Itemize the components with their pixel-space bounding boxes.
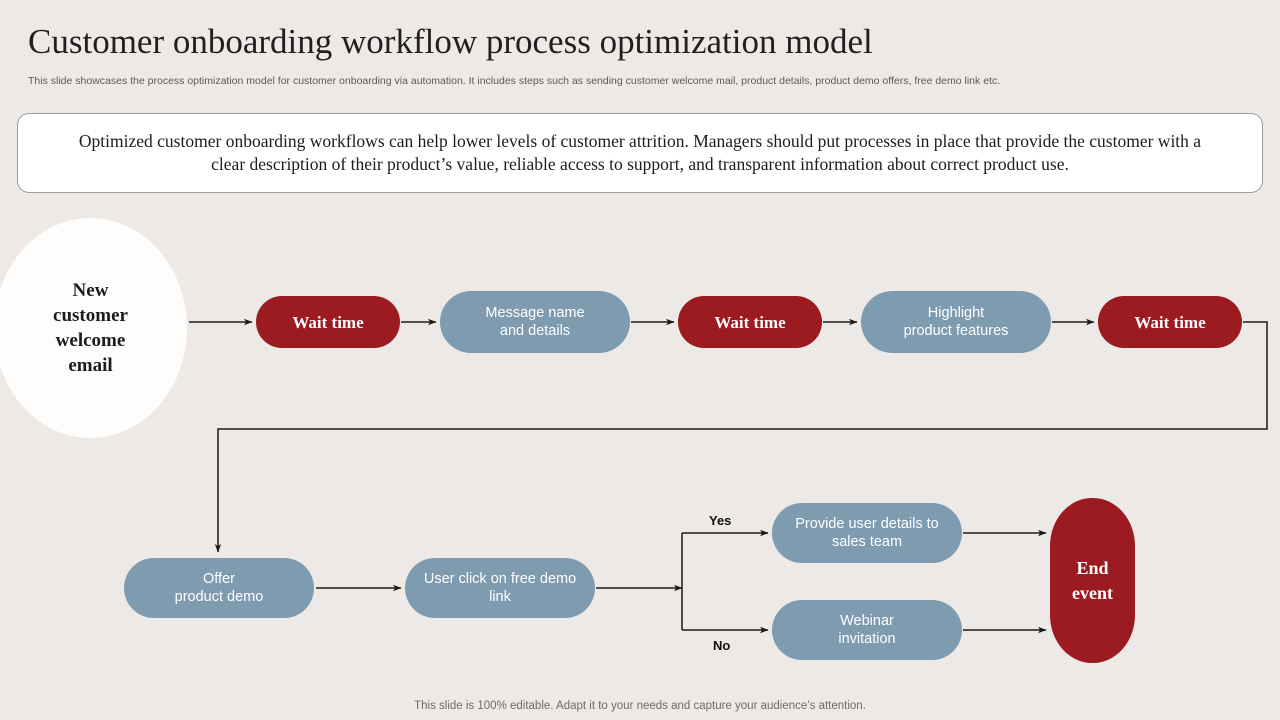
flow-node-wait-time-1[interactable]: Wait time — [256, 296, 400, 348]
page-subtitle: This slide showcases the process optimiz… — [28, 75, 1001, 87]
callout-box: Optimized customer onboarding workflows … — [17, 113, 1263, 193]
callout-text: Optimized customer onboarding workflows … — [78, 131, 1202, 174]
flow-node-label: Wait time — [292, 312, 364, 332]
slide-footer: This slide is 100% editable. Adapt it to… — [414, 700, 866, 712]
flow-node-label: Wait time — [1134, 312, 1206, 332]
page-title: Customer onboarding workflow process opt… — [28, 22, 873, 61]
flow-node-label: Wait time — [714, 312, 786, 332]
flow-node-wait-time-3[interactable]: Wait time — [1098, 296, 1242, 348]
flow-node-wait-time-2[interactable]: Wait time — [678, 296, 822, 348]
branch-label-no: No — [713, 638, 731, 653]
branch-label-yes: Yes — [709, 513, 732, 528]
